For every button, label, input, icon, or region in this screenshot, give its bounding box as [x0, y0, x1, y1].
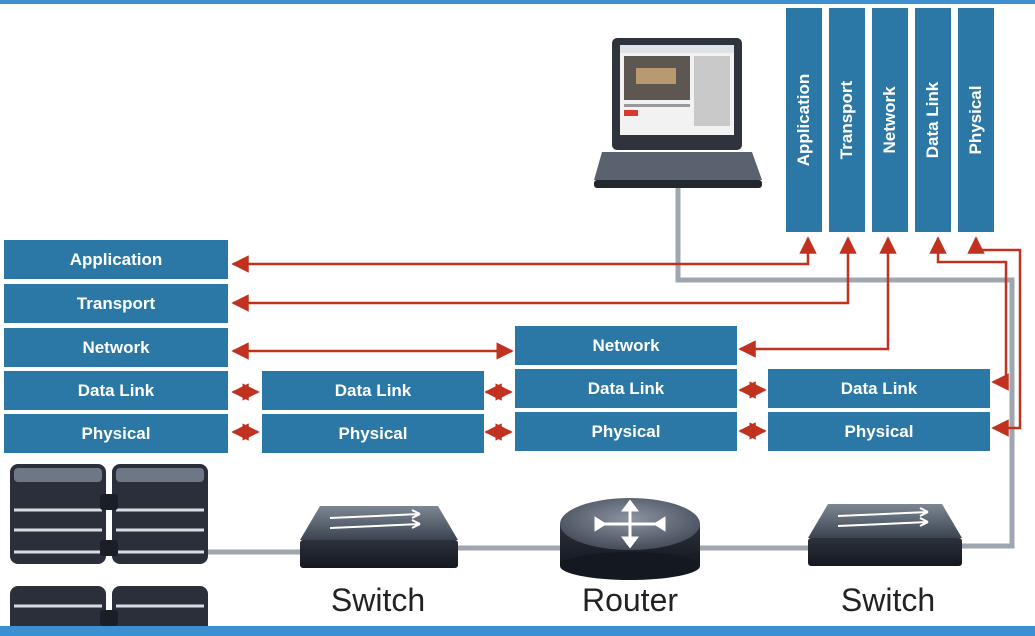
laptop-layer-data-link-label: Data Link — [923, 81, 942, 159]
switch2-label: Switch — [840, 582, 936, 618]
laptop-layer-transport-label: Transport — [837, 80, 856, 160]
host-layer-transport: Transport — [4, 284, 228, 323]
layer-communication-arrows — [231, 236, 1022, 441]
host-layer-data-link: Data Link — [4, 371, 228, 410]
laptop-layer-physical: Physical — [958, 8, 994, 232]
switch1-layer-physical: Physical — [262, 414, 484, 453]
router-layer-physical: Physical — [515, 412, 737, 451]
switch2-layer-data-link: Data Link — [768, 369, 990, 408]
switch-icon — [808, 504, 962, 566]
laptop-layer-data-link: Data Link — [915, 8, 951, 232]
top-accent-bar — [0, 0, 1035, 4]
laptop-layer-network-label: Network — [880, 86, 899, 154]
laptop-icon — [594, 38, 762, 188]
laptop-layer-application: Application — [786, 8, 822, 232]
router-icon — [560, 498, 700, 580]
switch-icon — [300, 506, 458, 568]
switch2-layer-physical: Physical — [768, 412, 990, 451]
bottom-accent-bar — [0, 626, 1035, 636]
router-layer-network: Network — [515, 326, 737, 365]
laptop-layer-physical-label: Physical — [966, 85, 985, 155]
switch1-layer-data-link: Data Link — [262, 371, 484, 410]
server-rack-icon — [10, 464, 208, 636]
host-layer-network: Network — [4, 328, 228, 367]
laptop-layer-network: Network — [872, 8, 908, 232]
router-label: Router — [581, 582, 679, 618]
router-layer-data-link: Data Link — [515, 369, 737, 408]
host-layer-physical: Physical — [4, 414, 228, 453]
host-layer-application: Application — [4, 240, 228, 279]
laptop-layer-transport: Transport — [829, 8, 865, 232]
laptop-layer-application-label: Application — [794, 73, 813, 167]
switch1-label: Switch — [330, 582, 426, 618]
